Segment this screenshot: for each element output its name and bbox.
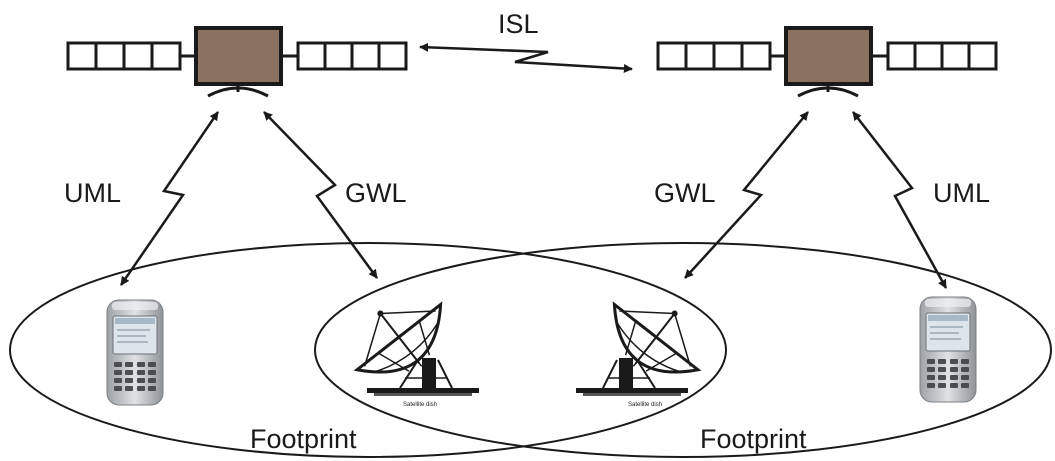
solar-panel-right-a [656,41,772,71]
dish-caption-right: Satellite dish [628,402,662,408]
satellite-dish-right: Satellite dish [576,301,702,408]
satellite-body [194,26,283,86]
footprint-right-ellipse [314,242,1052,458]
antenna-dish [797,86,859,98]
solar-panel-left-b [296,41,408,71]
mobile-phone-left [106,299,164,406]
mobile-phone-right [919,296,977,403]
solar-panel-left-a [66,41,182,71]
uml-right-label: UML [933,178,990,208]
isl-label: ISL [498,9,539,39]
footprint-right-label: Footprint [700,424,807,454]
isl-link-arrow [419,42,633,74]
uml-link-left-arrow [119,111,220,286]
satellite-dish-left: Satellite dish [353,301,479,408]
uml-left-label: UML [64,178,121,208]
satellite-body [784,26,873,86]
gwl-left-label: GWL [345,178,407,208]
antenna-dish [207,86,269,98]
gwl-link-left-arrow [263,111,379,279]
satellite-right [656,26,998,98]
dish-caption-left: Satellite dish [403,402,437,408]
gwl-right-label: GWL [654,178,716,208]
gwl-link-right-arrow [684,111,809,279]
solar-panel-right-b [886,41,998,71]
uml-link-right-arrow [852,111,948,289]
footprint-left-label: Footprint [250,424,357,454]
satellite-left [66,26,408,98]
